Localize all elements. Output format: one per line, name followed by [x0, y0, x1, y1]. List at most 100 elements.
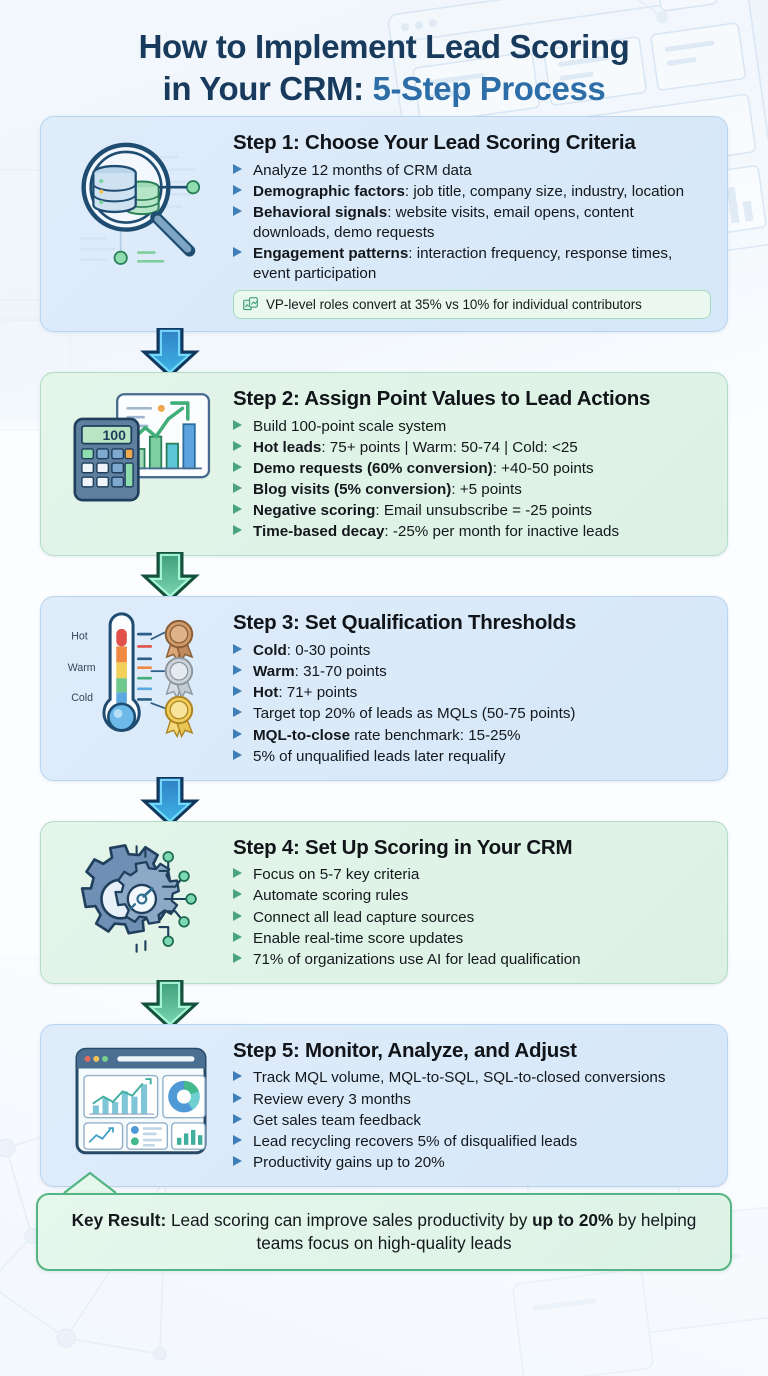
list-item: 71% of organizations use AI for lead qua… [233, 950, 711, 970]
step-3-bullets: Cold: 0-30 points Warm: 31-70 points Hot… [233, 641, 711, 766]
key-result-text-1: Lead scoring can improve sales productiv… [166, 1210, 533, 1230]
bullet-text: Lead recycling recovers 5% of disqualifi… [253, 1132, 578, 1150]
bullet-bold: Engagement patterns [253, 245, 409, 262]
list-item: Hot: 71+ points [233, 683, 711, 703]
list-item: Warm: 31-70 points [233, 662, 711, 682]
bullet-arrow-icon [233, 247, 242, 257]
bullet-text: : 31-70 points [294, 663, 387, 681]
list-item: Focus on 5-7 key criteria [233, 865, 711, 885]
bullet-arrow-icon [233, 868, 242, 879]
bullet-text: : job title, company size, industry, loc… [404, 183, 685, 201]
key-result-box: Key Result: Lead scoring can improve sal… [36, 1193, 732, 1272]
connector-arrow-3 [40, 776, 728, 827]
bullet-arrow-icon [233, 483, 242, 494]
key-result-notch-icon [63, 1171, 117, 1195]
list-item: Review every 3 months [233, 1090, 711, 1110]
bullet-arrow-icon [233, 665, 242, 676]
bullet-text: 71% of organizations use AI for lead qua… [253, 950, 581, 968]
step-1-body: Step 1: Choose Your Lead Scoring Criteri… [233, 129, 711, 320]
list-item: Analyze 12 months of CRM data [233, 161, 711, 181]
step-3-body: Step 3: Set Qualification Thresholds Col… [233, 609, 711, 767]
bullet-arrow-icon [233, 686, 242, 697]
bullet-bold: MQL-to-close [253, 726, 351, 744]
bullet-bold: Hot [253, 684, 279, 702]
list-item: Track MQL volume, MQL-to-SQL, SQL-to-clo… [233, 1068, 711, 1088]
bullet-text: Connect all lead capture sources [253, 908, 475, 926]
list-item: Cold: 0-30 points [233, 641, 711, 661]
bullet-text: : +5 points [451, 481, 522, 499]
step-4-bullets: Focus on 5-7 key criteria Automate scori… [233, 865, 711, 969]
step-5-body: Step 5: Monitor, Analyze, and Adjust Tra… [233, 1037, 711, 1174]
bullet-bold: Behavioral signals [253, 204, 388, 222]
bullet-text: rate benchmark: 15-25% [350, 726, 521, 744]
bullet-text: : 71+ points [278, 684, 358, 702]
title-line-1: How to Implement Lead Scoring [138, 28, 630, 65]
bullet-arrow-icon [233, 440, 242, 451]
bullet-arrow-icon [233, 707, 242, 718]
bullet-text: Track MQL volume, MQL-to-SQL, SQL-to-clo… [253, 1069, 666, 1087]
step-4-title: Step 4: Set Up Scoring in Your CRM [233, 835, 573, 859]
list-item: Time-based decay: -25% per month for ina… [233, 522, 711, 542]
key-result-emphasis: up to 20% [532, 1210, 614, 1230]
bullet-bold: Negative scoring [253, 502, 376, 520]
bullet-arrow-icon [233, 889, 242, 900]
step-2-bullets: Build 100-point scale system Hot leads: … [233, 417, 711, 542]
list-item: 5% of unqualified leads later requalify [233, 747, 711, 767]
bullet-arrow-icon [233, 419, 242, 430]
bullet-text: Focus on 5-7 key criteria [253, 866, 420, 884]
connector-arrow-2 [40, 552, 728, 603]
step-1-title: Step 1: Choose Your Lead Scoring Criteri… [233, 131, 636, 155]
bullet-text: Get sales team feedback [253, 1111, 421, 1129]
bullet-text: : -25% per month for inactive leads [384, 523, 620, 541]
list-item: Automate scoring rules [233, 886, 711, 906]
bullet-text: Automate scoring rules [253, 887, 409, 905]
bullet-text: Build 100-point scale system [253, 417, 447, 435]
dashboard-analytics-icon [55, 1037, 227, 1165]
list-item: Get sales team feedback [233, 1111, 711, 1131]
bullet-arrow-icon [233, 910, 242, 921]
bullet-arrow-icon [233, 525, 242, 536]
step-5-bullets: Track MQL volume, MQL-to-SQL, SQL-to-clo… [233, 1068, 711, 1172]
gear-circuit-icon [55, 834, 227, 964]
title-line-2: in Your CRM: 5-Step Process [30, 68, 738, 110]
bullet-bold: Warm [253, 663, 295, 681]
bullet-bold: Blog visits (5% conversion) [253, 481, 452, 499]
list-item: Hot leads: 75+ points | Warm: 50-74 | Co… [233, 438, 711, 458]
step-1-bullets: Analyze 12 months of CRM data Demographi… [233, 161, 711, 283]
bullet-text: Target top 20% of leads as MQLs (50-75 p… [253, 705, 576, 723]
bullet-arrow-icon [233, 462, 242, 473]
connector-arrow-4 [40, 979, 728, 1030]
list-item: Lead recycling recovers 5% of disqualifi… [233, 1132, 711, 1152]
list-item: Blog visits (5% conversion): +5 points [233, 480, 711, 500]
bullet-bold: Cold [253, 642, 287, 660]
key-result-label: Key Result: [71, 1210, 167, 1230]
trend-chart-icon [243, 297, 258, 311]
steps-list: Step 1: Choose Your Lead Scoring Criteri… [0, 116, 768, 1187]
bullet-arrow-icon [233, 1071, 242, 1082]
list-item: Demo requests (60% conversion): +40-50 p… [233, 459, 711, 479]
step-card-3: Hot Warm Cold [40, 596, 728, 781]
step-3-title: Step 3: Set Qualification Thresholds [233, 611, 576, 635]
bullet-arrow-icon [233, 164, 242, 175]
title-line-2-accent: 5-Step Process [372, 70, 606, 108]
calculator-chart-icon: 100 [55, 385, 227, 527]
list-item: Enable real-time score updates [233, 929, 711, 949]
calculator-display-text: 100 [102, 427, 126, 443]
list-item: Demographic factors: job title, company … [233, 182, 711, 202]
step-card-2: 100 [40, 372, 728, 557]
step-card-1: Step 1: Choose Your Lead Scoring Criteri… [40, 116, 728, 333]
bullet-arrow-icon [233, 1092, 242, 1103]
bullet-arrow-icon [233, 644, 242, 655]
step-4-body: Step 4: Set Up Scoring in Your CRM Focus… [233, 834, 711, 971]
step-2-body: Step 2: Assign Point Values to Lead Acti… [233, 385, 711, 543]
list-item: Productivity gains up to 20% [233, 1153, 711, 1173]
bullet-text: Analyze 12 months of CRM data [253, 162, 472, 180]
bullet-text: Review every 3 months [253, 1090, 411, 1108]
connector-arrow-1 [40, 328, 728, 379]
step-5-title: Step 5: Monitor, Analyze, and Adjust [233, 1038, 577, 1062]
list-item: Connect all lead capture sources [233, 908, 711, 928]
bullet-text: 5% of unqualified leads later requalify [253, 747, 506, 765]
callout-text: VP-level roles convert at 35% vs 10% for… [266, 297, 642, 313]
list-item: Build 100-point scale system [233, 417, 711, 437]
